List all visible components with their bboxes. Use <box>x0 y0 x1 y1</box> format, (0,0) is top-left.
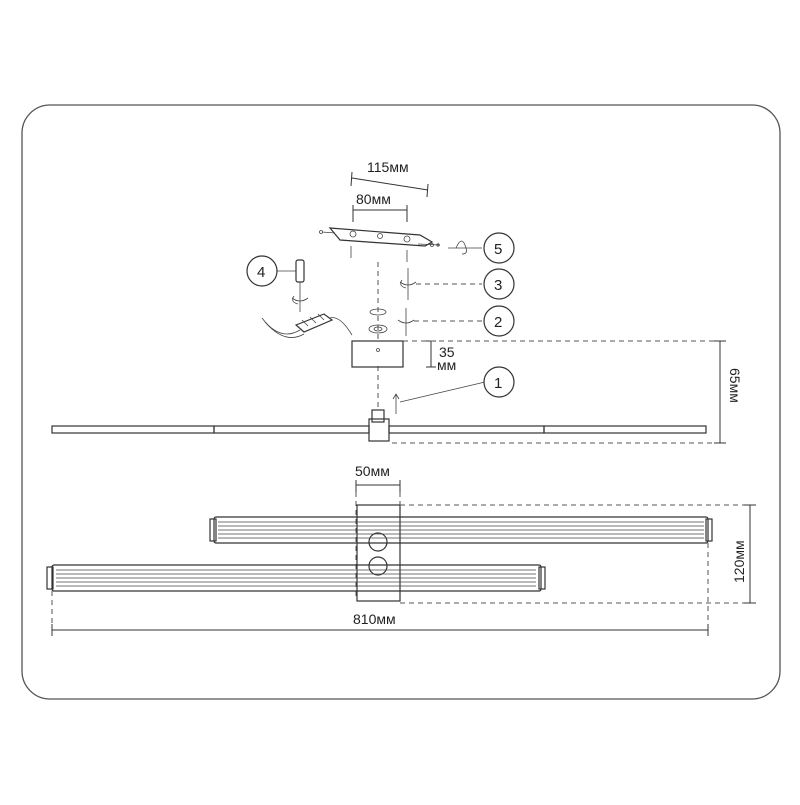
callout-3: 3 <box>483 268 515 300</box>
mounting-plate-group: 115мм 80мм <box>319 159 474 262</box>
callout-label-3: 3 <box>494 277 502 294</box>
callout-label-2: 2 <box>494 314 502 331</box>
terminal-block-icon <box>261 313 353 338</box>
lamp-side-view <box>51 409 707 442</box>
screwdriver-icon <box>291 259 309 312</box>
dim-overall-height: 65мм <box>727 368 743 403</box>
dim-box-width: 50мм <box>355 463 390 479</box>
washer <box>368 324 388 334</box>
dim-overall-length: 810мм <box>353 611 396 627</box>
washer <box>369 308 387 316</box>
callout-5: 5 <box>474 232 515 264</box>
screw-icon <box>417 243 441 247</box>
rotation-arrow-icon <box>397 308 415 336</box>
dim-plate-holes: 80мм <box>356 191 391 207</box>
hook-icon <box>448 240 474 255</box>
callout-1: 1 <box>483 366 515 398</box>
screw-icon <box>319 230 336 234</box>
dim-plate-overall: 115мм <box>367 159 409 175</box>
canopy-box <box>351 340 404 368</box>
dim-box-height-unit: мм <box>437 357 456 373</box>
lamp-top-view: 50мм 120мм <box>46 463 756 636</box>
callout-2: 2 <box>483 305 515 337</box>
page-frame <box>21 104 781 700</box>
callout-4: 4 <box>246 255 296 287</box>
rotation-arrow-icon <box>399 268 417 300</box>
callout-label-4: 4 <box>257 264 265 281</box>
dim-overall-depth: 120мм <box>731 540 747 583</box>
callout-label-1: 1 <box>494 375 502 392</box>
mounting-plate <box>328 227 434 247</box>
dim-box-height: 35 <box>439 344 455 360</box>
callout-label-5: 5 <box>494 241 502 258</box>
